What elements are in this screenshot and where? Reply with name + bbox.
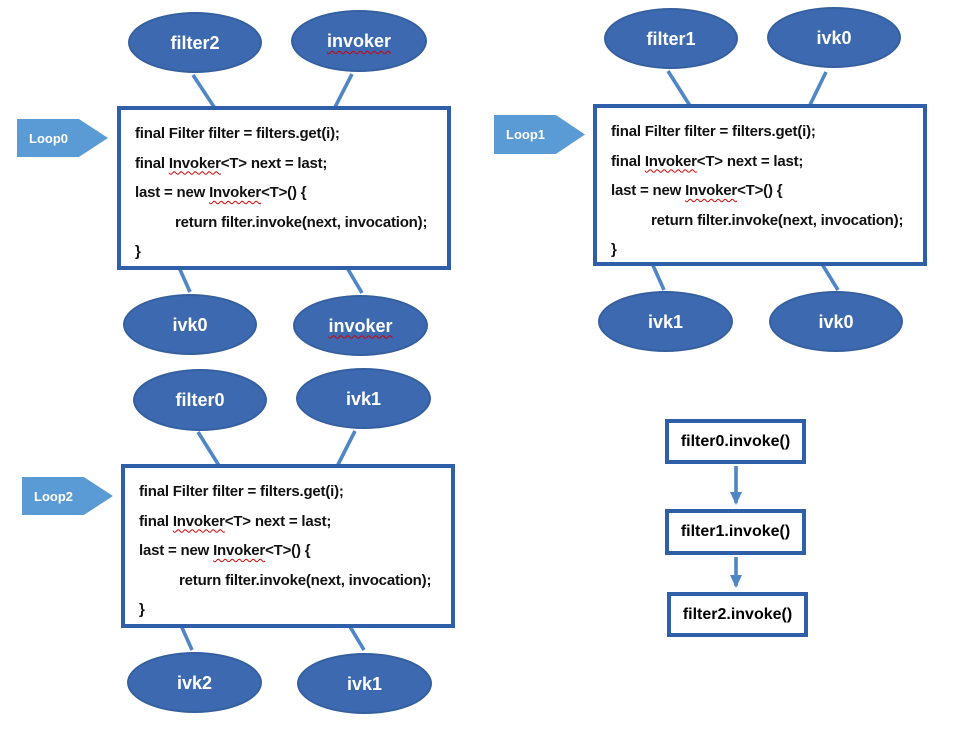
loop2-ellipse-ivk1-top-label: ivk1 xyxy=(345,388,382,409)
loop1-ellipse-ivk1-bottom: ivk1 xyxy=(598,291,733,352)
loop1-callout: Loop1 xyxy=(494,115,585,154)
code-line-3-invoker: Invoker xyxy=(685,182,738,199)
loop1-ellipse-ivk1-bottom-label: ivk1 xyxy=(647,311,684,332)
code-line-3: last = new Invoker<T>() { xyxy=(135,178,441,208)
loop1-callout-label: Loop1 xyxy=(506,127,545,142)
loop2-ellipse-filter0: filter0 xyxy=(133,369,267,431)
loop2-callout: Loop2 xyxy=(22,477,113,515)
loop2-ellipse-ivk2-bottom-label: ivk2 xyxy=(176,672,213,693)
code-line-2-invoker: Invoker xyxy=(168,154,221,172)
loop0-ellipse-invoker-bottom: invoker xyxy=(293,295,428,356)
loop2-ellipse-ivk1-top: ivk1 xyxy=(296,368,431,429)
flow-box-filter1-invoke-label: filter1.invoke() xyxy=(680,523,791,540)
code-line-2-post: <T> next = last; xyxy=(224,512,332,530)
code-line-4: return filter.invoke(next, invocation); xyxy=(651,211,904,229)
code-line-1: final Filter filter = filters.get(i); xyxy=(135,125,340,142)
code-line-3-post: <T>() { xyxy=(737,182,783,199)
code-line-2-pre: final xyxy=(135,154,169,172)
loop0-ellipse-invoker-bottom-label: invoker xyxy=(328,315,393,336)
code-line-5: } xyxy=(611,241,617,258)
code-line-3: last = new Invoker<T>() { xyxy=(139,536,445,566)
code-line-3-pre: last = new xyxy=(135,184,210,201)
loop0-code-box: final Filter filter = filters.get(i); fi… xyxy=(117,106,451,270)
flow-box-filter0-invoke: filter0.invoke() xyxy=(665,419,806,464)
code-line-3: last = new Invoker<T>() { xyxy=(611,176,917,206)
code-line-3-pre: last = new xyxy=(139,542,214,559)
loop2-ellipse-ivk2-bottom: ivk2 xyxy=(127,652,262,713)
loop0-ellipse-filter2-label: filter2 xyxy=(170,32,220,53)
code-line-2-post: <T> next = last; xyxy=(220,154,328,172)
loop1-ellipse-filter1-label: filter1 xyxy=(646,28,696,49)
loop2-ellipse-ivk1-bottom-label: ivk1 xyxy=(346,673,383,694)
flow-box-filter0-invoke-label: filter0.invoke() xyxy=(680,432,791,450)
code-line-3-post: <T>() { xyxy=(261,184,307,201)
loop2-callout-label: Loop2 xyxy=(34,488,73,504)
loop0-ellipse-invoker-top-label: invoker xyxy=(326,31,392,51)
code-line-3-pre: last = new xyxy=(611,182,686,199)
loop0-ellipse-filter2: filter2 xyxy=(128,12,262,73)
flow-box-filter2-invoke: filter2.invoke() xyxy=(667,592,808,637)
loop0-ellipse-ivk0-bottom: ivk0 xyxy=(123,294,257,355)
code-line-2-invoker: Invoker xyxy=(644,152,697,170)
code-line-2: final Invoker<T> next = last; xyxy=(139,507,445,537)
code-line-2: final Invoker<T> next = last; xyxy=(135,149,441,179)
code-line-3-invoker: Invoker xyxy=(209,184,262,201)
flow-box-filter2-invoke-label: filter2.invoke() xyxy=(682,605,793,623)
loop1-ellipse-filter1: filter1 xyxy=(604,8,738,69)
code-line-2-invoker: Invoker xyxy=(172,512,225,530)
loop1-ellipse-ivk0-bottom: ivk0 xyxy=(769,291,903,352)
loop0-callout-label: Loop0 xyxy=(29,130,68,146)
loop0-ellipse-ivk0-bottom-label: ivk0 xyxy=(172,314,208,335)
code-line-4: return filter.invoke(next, invocation); xyxy=(175,213,428,231)
code-line-2-pre: final xyxy=(611,152,645,170)
loop2-ellipse-filter0-label: filter0 xyxy=(175,390,225,410)
code-line-3-invoker: Invoker xyxy=(213,542,266,559)
loop1-ellipse-ivk0-top-label: ivk0 xyxy=(816,27,852,48)
code-line-2: final Invoker<T> next = last; xyxy=(611,147,917,177)
code-line-4: return filter.invoke(next, invocation); xyxy=(179,571,432,589)
code-line-1: final Filter filter = filters.get(i); xyxy=(139,483,344,500)
loop0-ellipse-invoker-top: invoker xyxy=(291,10,427,72)
code-line-1: final Filter filter = filters.get(i); xyxy=(611,123,816,140)
code-line-2-pre: final xyxy=(139,512,173,530)
loop1-ellipse-ivk0-top: ivk0 xyxy=(767,7,901,68)
code-line-5: } xyxy=(139,601,145,618)
code-line-5: } xyxy=(135,243,141,260)
code-line-2-post: <T> next = last; xyxy=(696,152,804,170)
flow-box-filter1-invoke: filter1.invoke() xyxy=(665,509,806,555)
loop2-code-box: final Filter filter = filters.get(i); fi… xyxy=(121,464,455,628)
loop0-callout: Loop0 xyxy=(17,119,108,157)
loop1-ellipse-ivk0-bottom-label: ivk0 xyxy=(818,311,854,332)
loop1-code-box: final Filter filter = filters.get(i); fi… xyxy=(593,104,927,266)
loop2-ellipse-ivk1-bottom: ivk1 xyxy=(297,653,432,714)
code-line-3-post: <T>() { xyxy=(265,542,311,559)
